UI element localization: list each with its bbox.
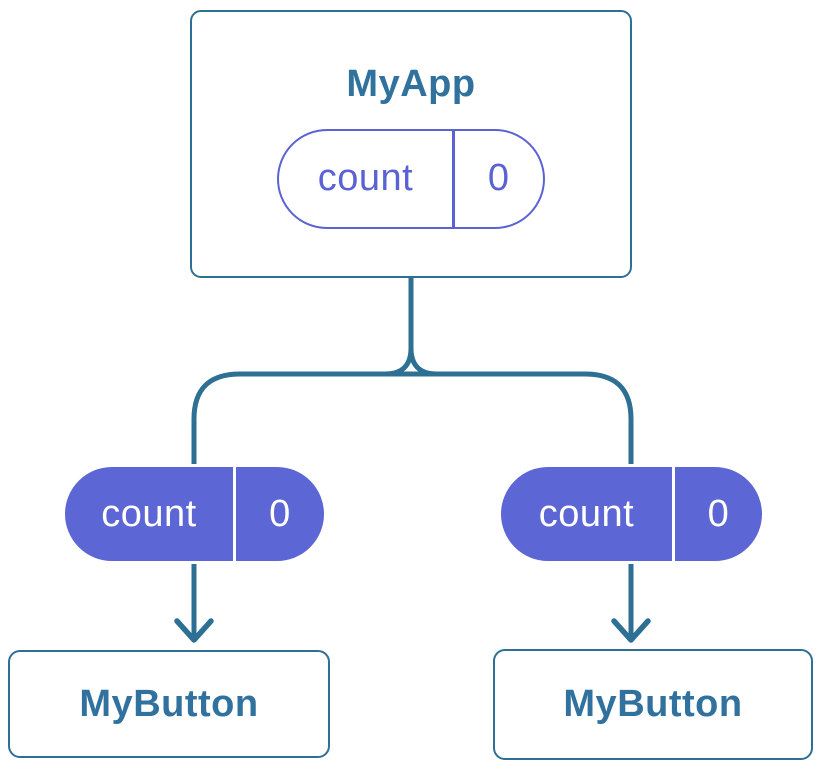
pill-divider (233, 467, 236, 561)
left-arrowhead-icon (174, 618, 214, 643)
node-title-myapp: MyApp (346, 63, 476, 105)
node-title-mybutton-left: MyButton (79, 682, 259, 725)
fork-right-curve (408, 347, 438, 377)
right-arrowhead-icon (611, 618, 651, 643)
prop-value-label: 0 (487, 157, 510, 200)
prop-pill-left-child: count 0 (62, 464, 327, 564)
pill-divider (672, 467, 675, 561)
prop-value-label: 0 (707, 492, 730, 535)
node-card-mybutton-left: MyButton (8, 650, 330, 758)
branch-rails (191, 371, 634, 637)
node-card-myapp: MyApp count 0 (190, 10, 632, 278)
prop-name-label: count (101, 492, 197, 535)
prop-value-label: 0 (269, 492, 291, 535)
pill-divider (452, 130, 455, 227)
prop-name-label: count (538, 492, 635, 535)
node-card-mybutton-right: MyButton (493, 649, 813, 760)
node-title-mybutton-right: MyButton (563, 683, 743, 725)
prop-name-label: count (317, 157, 414, 200)
prop-pill-root: count 0 (277, 128, 545, 229)
fork-left-curve (384, 347, 414, 377)
prop-pill-right-child: count 0 (498, 464, 765, 564)
